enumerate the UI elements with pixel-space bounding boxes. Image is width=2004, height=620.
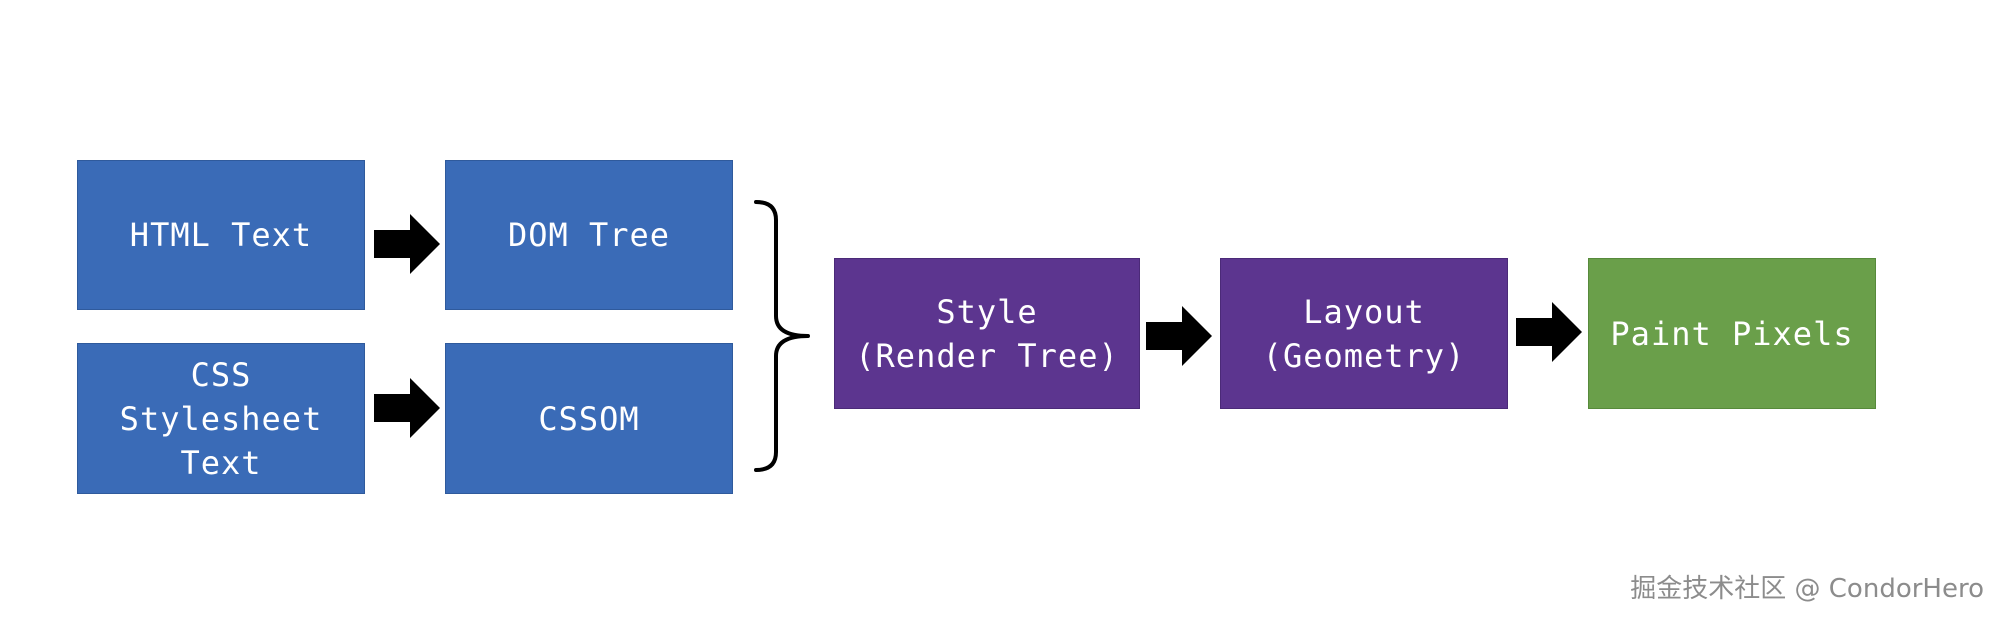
dom-tree-node: DOM Tree [445, 160, 733, 310]
cssom-node: CSSOM [445, 343, 733, 494]
style-render-tree-node: Style (Render Tree) [834, 258, 1140, 409]
closing-brace [754, 200, 810, 472]
paint-pixels-node: Paint Pixels [1588, 258, 1876, 409]
arrow-right-icon [1146, 306, 1212, 366]
layout-geometry-node: Layout (Geometry) [1220, 258, 1508, 409]
watermark: 掘金技术社区 @ CondorHero [1630, 574, 1984, 604]
css-stylesheet-text-node: CSS Stylesheet Text [77, 343, 365, 494]
arrow-right-icon [374, 214, 440, 274]
arrow-right-icon [1516, 302, 1582, 362]
arrow-right-icon [374, 378, 440, 438]
html-text-node: HTML Text [77, 160, 365, 310]
